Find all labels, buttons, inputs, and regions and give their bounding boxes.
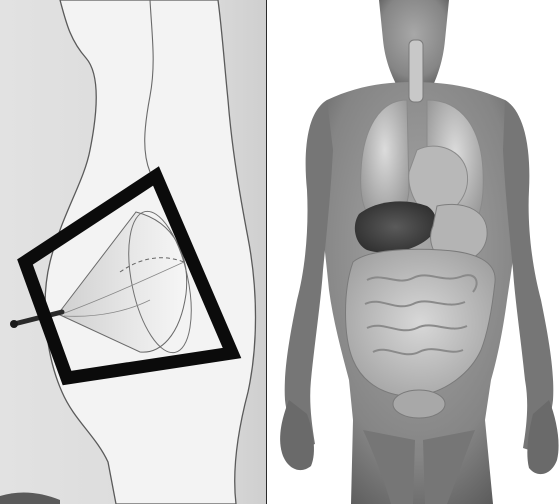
cone-probe-illustration [0, 0, 266, 504]
anatomy-render-panel [266, 0, 560, 504]
torso-organs-illustration [267, 0, 560, 504]
bladder [393, 390, 445, 418]
trachea [409, 40, 423, 102]
side-view-diagram-panel [0, 0, 266, 504]
